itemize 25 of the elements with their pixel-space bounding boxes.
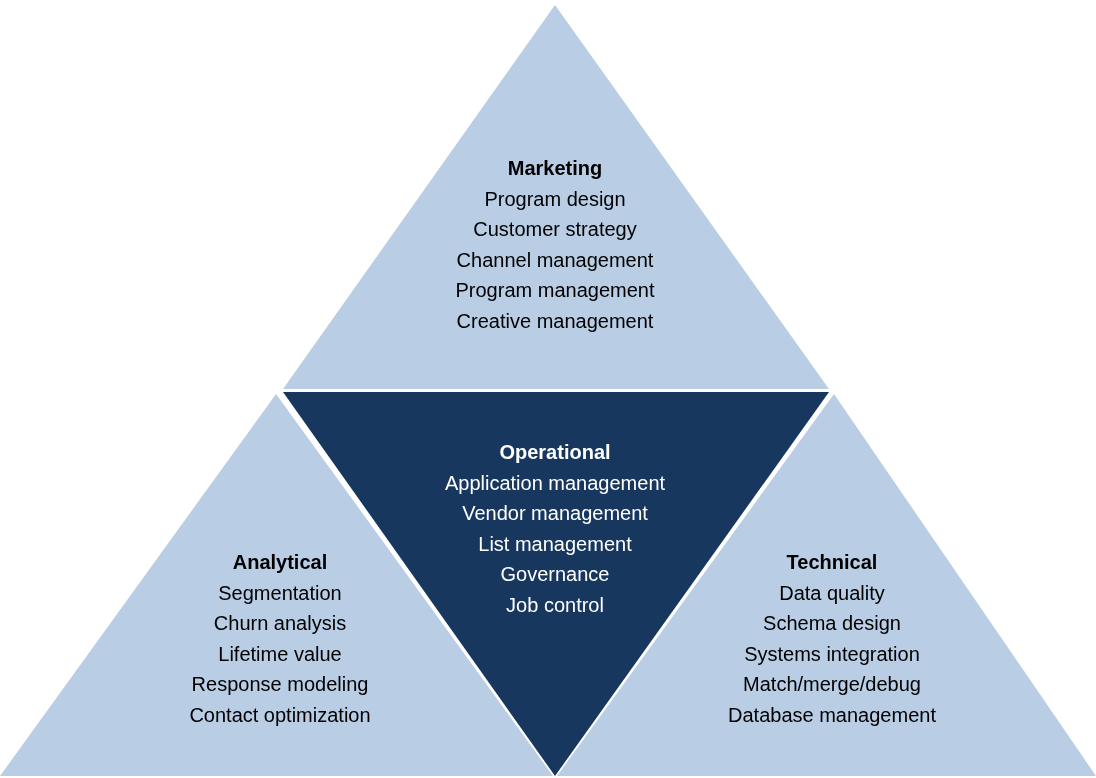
list-item: Match/merge/debug (743, 672, 921, 697)
list-item: Response modeling (191, 672, 369, 697)
panel-heading: Technical (786, 550, 878, 575)
list-item: Governance (500, 562, 610, 587)
list-item: List management (478, 531, 632, 557)
list-item: Lifetime value (218, 641, 342, 667)
panel-heading: Operational (499, 440, 611, 465)
triangle-panel (283, 5, 829, 389)
list-item: Program design (484, 186, 626, 212)
list-item: Data quality (779, 580, 885, 606)
list-item: Systems integration (744, 641, 920, 667)
list-item: Database management (728, 702, 936, 728)
list-item: Schema design (763, 611, 901, 636)
list-item: Creative management (456, 308, 654, 334)
list-item: Customer strategy (473, 217, 637, 242)
list-item: Channel management (456, 247, 654, 273)
list-item: Segmentation (218, 580, 342, 606)
panel-heading: Marketing (507, 156, 603, 181)
list-item: Churn analysis (213, 611, 347, 636)
list-item: Vendor management (462, 501, 648, 526)
list-item: Application management (444, 470, 666, 496)
list-item: Program management (455, 278, 655, 303)
list-item: Contact optimization (189, 702, 371, 728)
panel-heading: Analytical (232, 550, 328, 575)
list-item: Job control (506, 592, 604, 618)
